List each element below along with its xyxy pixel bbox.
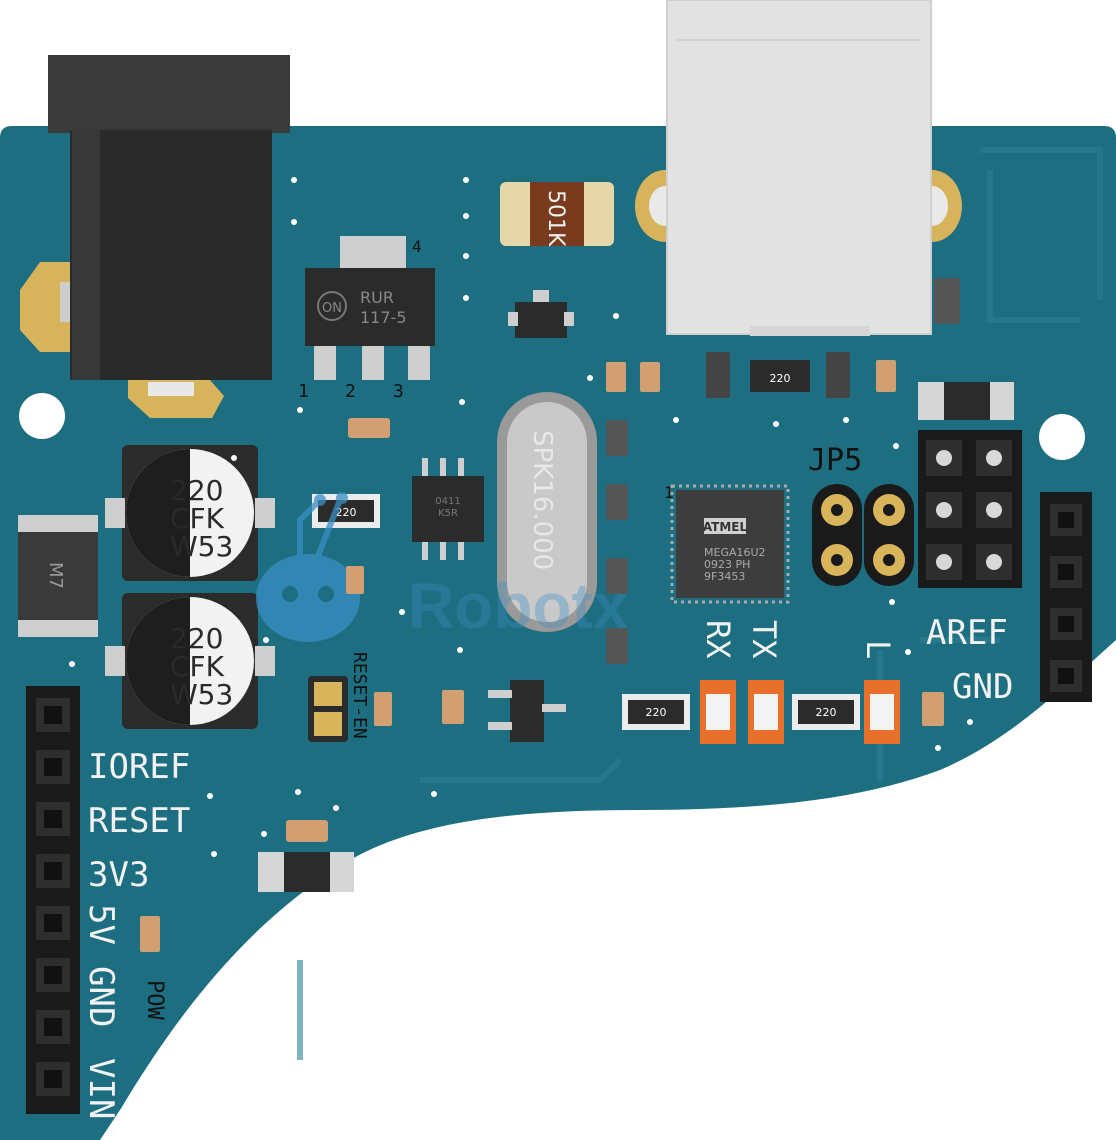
transistor-top (508, 290, 574, 338)
small-ic: 0411 K5R (412, 458, 484, 560)
capacitor-top-l1: 220 (170, 474, 223, 507)
smd-cap-b (346, 566, 364, 594)
smd-cap-pow (140, 916, 160, 952)
smd-cap-usb (934, 278, 960, 324)
mcu-brand: ATMEL (703, 520, 748, 534)
resistor-r3-label: 220 (646, 706, 667, 719)
mcu-line2: 0923 PH (704, 558, 750, 571)
diode-right (918, 382, 1014, 420)
label-reset: RESET (88, 801, 190, 841)
regulator-pin2: 2 (345, 381, 356, 402)
capacitor-top-l2: CFK (170, 502, 225, 535)
smd-row-top: 220 (606, 352, 896, 398)
crystal-label: SPK16.000 (527, 430, 557, 570)
watermark-text: Robotx (408, 570, 629, 642)
label-5v: 5V (81, 904, 121, 945)
label-ioref: IOREF (88, 747, 190, 787)
mount-hole-left (19, 393, 65, 439)
regulator-brand: ON (322, 301, 342, 316)
smd-column (606, 420, 628, 664)
resistor-r4-label: 220 (816, 706, 837, 719)
dc-barrel-jack (20, 55, 290, 418)
left-pin-header (26, 686, 80, 1114)
regulator-pin4: 4 (412, 237, 422, 256)
resistor-r2-label: 220 (336, 506, 357, 519)
label-pow: POW (142, 980, 167, 1020)
regulator-pin3: 3 (393, 381, 404, 402)
label-gnd-left: GND (81, 966, 121, 1027)
label-3v3: 3V3 (88, 855, 149, 895)
reset-en-jumper (308, 676, 392, 742)
label-gnd-right: GND (952, 667, 1013, 707)
capacitor-top-l3: W53 (170, 530, 233, 563)
mcu-pin1: 1 (664, 483, 674, 502)
capacitor-bottom-l3: W53 (170, 678, 233, 711)
usb-connector (635, 0, 962, 336)
capacitor-top: 220 CFK W53 (105, 445, 275, 581)
diode-label: M7 (45, 562, 66, 589)
capacitor-bottom-l1: 220 (170, 622, 223, 655)
icsp-header (918, 430, 1022, 588)
label-vin: VIN (81, 1058, 121, 1119)
mount-hole-right (1039, 414, 1085, 460)
label-reset-en: RESET-EN (349, 652, 370, 739)
watermark-logo (256, 492, 360, 642)
label-rx: RX (699, 620, 737, 659)
regulator-pin1: 1 (298, 381, 309, 402)
regulator-line1: RUR (360, 288, 394, 307)
crystal-oscillator: SPK16.000 (497, 392, 597, 632)
mcu-line3: 9F3453 (704, 570, 745, 583)
right-pin-header (1040, 492, 1092, 702)
label-aref: AREF (926, 613, 1008, 653)
jp5-jumper (812, 484, 914, 586)
small-ic-line1: 0411 (435, 496, 460, 507)
capacitor-bottom: 220 CFK W53 (105, 593, 275, 729)
capacitor-bottom-l2: CFK (170, 650, 225, 683)
jp5-label: JP5 (808, 443, 862, 478)
resistor-r1-label: 220 (770, 372, 791, 385)
mcu-line1: MEGA16U2 (704, 546, 766, 559)
small-ic-line2: K5R (438, 508, 458, 519)
smd-cap-a (348, 418, 390, 438)
label-l: L (859, 640, 897, 659)
voltage-regulator: ON RUR 117-5 4 1 2 3 (298, 236, 435, 402)
fuse: 501K (500, 182, 614, 247)
fuse-label: 501K (543, 190, 568, 247)
mcu-chip: 1 ATMEL MEGA16U2 0923 PH 9F3453 (664, 483, 790, 604)
smd-cap-c (286, 820, 328, 842)
label-tx: TX (745, 620, 783, 659)
diode-m7: M7 (18, 515, 98, 637)
regulator-line2: 117-5 (360, 308, 407, 327)
diode-bottom (258, 852, 354, 892)
pcb-traces (297, 147, 1103, 1060)
vias (69, 177, 973, 857)
led-row: 220 220 (442, 680, 944, 744)
